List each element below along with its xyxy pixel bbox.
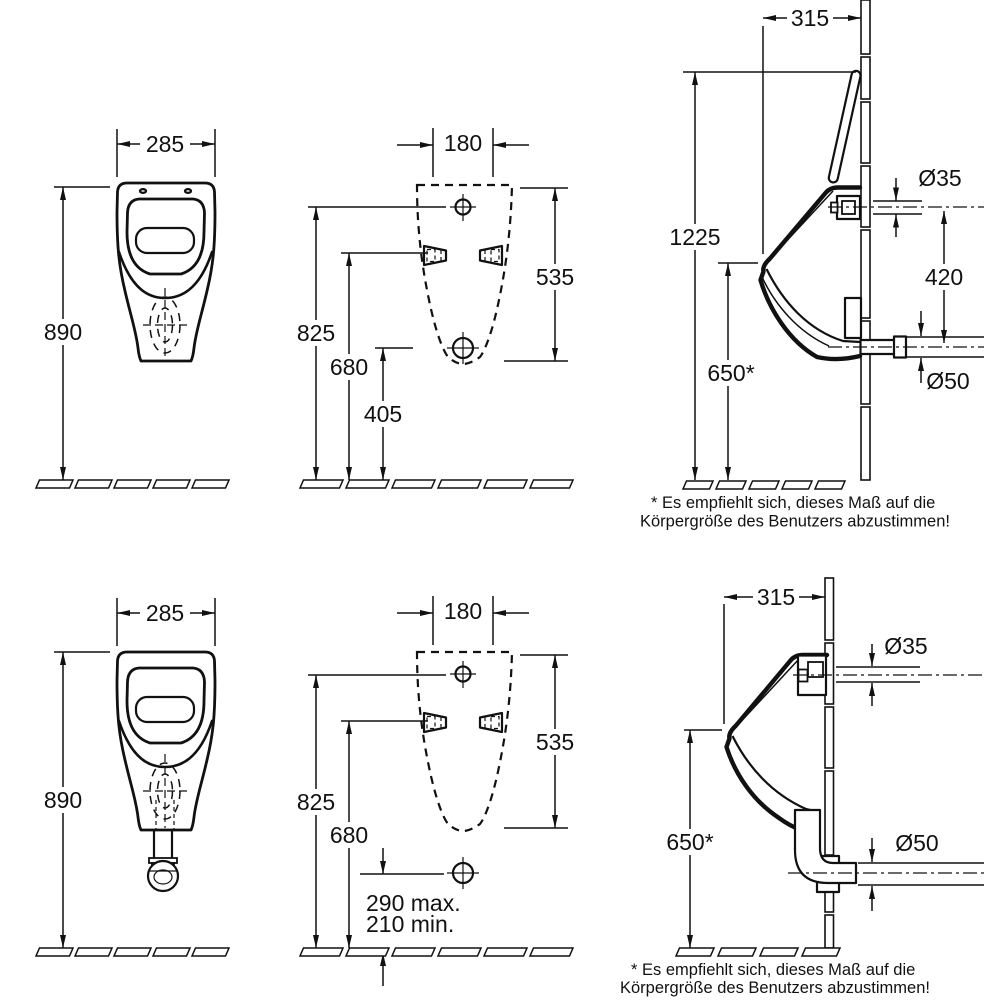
outlet-hole-mark [445, 855, 481, 891]
wall-section [860, 406, 871, 481]
dim-body-bottom-mount: 535 [536, 729, 574, 755]
wall-section [824, 914, 835, 949]
siphon-elbow [793, 808, 858, 885]
urinal-side-profile [724, 652, 830, 832]
dim-inlet-dia-bottom-side: Ø35 [884, 633, 927, 659]
mounting-view-top: 180 535 825 680 405 [293, 128, 578, 489]
dim-width-bottom-front: 285 [146, 600, 184, 626]
dim-inlet-dia-top-side: Ø35 [918, 165, 961, 191]
mounting-outline [415, 650, 514, 833]
footnote-line2-bottom: Körpergröße des Benutzers abzustimmen! [620, 979, 930, 997]
floor-hatching [298, 947, 575, 957]
footnote-line1-bottom: * Es empfiehlt sich, dieses Maß auf die [631, 961, 915, 979]
dim-inlet-bottom-mount: 825 [297, 789, 335, 815]
dim-bracket-top-mount: 680 [330, 354, 368, 380]
front-view-top: 285 890 [34, 129, 231, 489]
lid-hinge-hole-left [138, 188, 148, 195]
dim-width-bottom-mount: 180 [444, 598, 482, 624]
dim-body-top-mount: 535 [536, 264, 574, 290]
dim-total-top-side: 1225 [669, 224, 720, 250]
footnote-line2-top: Körpergröße des Benutzers abzustimmen! [640, 513, 950, 531]
dim-depth-top-side: 315 [791, 5, 829, 31]
dim-rim-bottom-side: 650* [666, 829, 713, 855]
dim-bracket-bottom-mount: 680 [330, 822, 368, 848]
urinal-lid-open [827, 69, 862, 184]
dim-width-top-front: 285 [146, 131, 184, 157]
outlet-hole-mark [445, 330, 481, 366]
front-view-bottom: 285 890 [34, 598, 231, 957]
dim-depth-bottom-side: 315 [757, 584, 795, 610]
floor-hatching [674, 947, 842, 957]
dim-spacing-top-side: 420 [925, 264, 963, 290]
urinal-front-body [115, 181, 217, 363]
siphon-trap [146, 859, 180, 893]
floor-hatching [681, 480, 847, 490]
mounting-view-bottom: 180 535 825 680 290 max. 210 min. [293, 596, 578, 986]
dim-height-bottom-front: 890 [44, 787, 82, 813]
floor-hatching [298, 479, 575, 489]
dim-width-top-mount: 180 [444, 130, 482, 156]
side-view-top: 1225 650* 315 Ø35 420 Ø50 * Es empfiehlt… [640, 0, 984, 531]
side-view-bottom: 315 650* Ø35 Ø50 * Es empfiehlt sich, di… [620, 577, 984, 997]
dim-outlet-dia-top-side: Ø50 [926, 368, 969, 394]
footnote-line1-top: * Es empfiehlt sich, dieses Maß auf die [651, 494, 935, 512]
dim-inlet-top-mount: 825 [297, 320, 335, 346]
dim-outlet-top-mount: 405 [364, 401, 402, 427]
urinal-front-body [115, 650, 217, 832]
dim-height-top-front: 890 [44, 319, 82, 345]
lid-hinge-hole-right [183, 188, 193, 195]
urinal-side-profile [758, 185, 863, 362]
floor-hatching [34, 947, 231, 957]
dim-outlet-min-bottom-mount: 210 min. [366, 911, 454, 937]
dim-rim-top-side: 650* [707, 360, 754, 386]
dim-outlet-max-bottom-mount: 290 max. [366, 890, 461, 916]
dim-outlet-dia-bottom-side: Ø50 [895, 830, 938, 856]
outlet-bracket [843, 296, 863, 340]
floor-hatching [34, 479, 231, 489]
